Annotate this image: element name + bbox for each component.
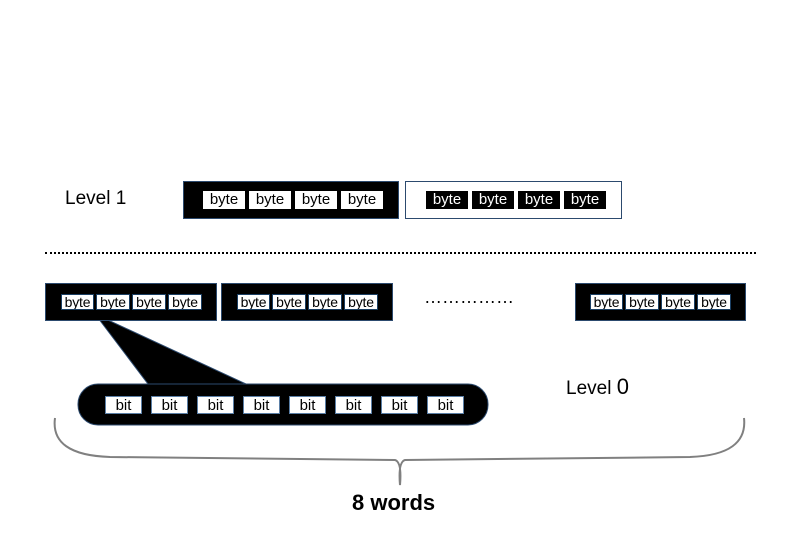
byte-cell: byte: [249, 191, 291, 209]
bit-cell: bit: [289, 396, 326, 414]
level-1-word-light: byte byte byte byte: [405, 181, 622, 219]
level-1-label: Level 1: [65, 188, 127, 209]
byte-cell: byte: [295, 191, 337, 209]
level-0-word-2: byte byte byte byte: [221, 283, 393, 321]
byte-cell: byte: [472, 191, 514, 209]
byte-cell: byte: [661, 294, 695, 310]
byte-cell: byte: [272, 294, 306, 310]
byte-cell: byte: [237, 294, 270, 310]
byte-cell: byte: [168, 294, 202, 310]
byte-cell: byte: [132, 294, 166, 310]
bit-word-capsule: [77, 383, 489, 426]
byte-cell: byte: [426, 191, 468, 209]
byte-cell: byte: [344, 294, 378, 310]
level-divider: [45, 252, 756, 254]
bit-cell: bit: [243, 396, 280, 414]
eight-words-brace: [53, 417, 746, 486]
level-0-word-3: byte byte byte byte: [575, 283, 746, 321]
level-0-label-text: Level: [566, 378, 617, 399]
byte-cell: byte: [61, 294, 94, 310]
eight-words-label: 8 words: [352, 490, 436, 515]
ellipsis: ……………: [424, 287, 514, 307]
level-0-label-number: 0: [616, 374, 629, 399]
level-1-word-dark: byte byte byte byte: [183, 181, 399, 219]
bit-cell: bit: [151, 396, 188, 414]
callout-pointer: [94, 313, 247, 385]
level-0-word-1: byte byte byte byte: [45, 283, 217, 321]
byte-cell: byte: [590, 294, 623, 310]
byte-cell: byte: [625, 294, 659, 310]
byte-cell: byte: [518, 191, 560, 209]
byte-cell: byte: [564, 191, 606, 209]
bit-cell: bit: [427, 396, 464, 414]
bit-cell: bit: [381, 396, 418, 414]
bit-row: bit bit bit bit bit bit bit bit: [105, 396, 473, 414]
byte-cell: byte: [203, 191, 245, 209]
byte-cell: byte: [697, 294, 731, 310]
bit-cell: bit: [197, 396, 234, 414]
byte-cell: byte: [341, 191, 383, 209]
level-0-label: Level 0: [566, 374, 629, 400]
byte-cell: byte: [96, 294, 130, 310]
bit-cell: bit: [335, 396, 372, 414]
byte-cell: byte: [308, 294, 342, 310]
bit-cell: bit: [105, 396, 142, 414]
